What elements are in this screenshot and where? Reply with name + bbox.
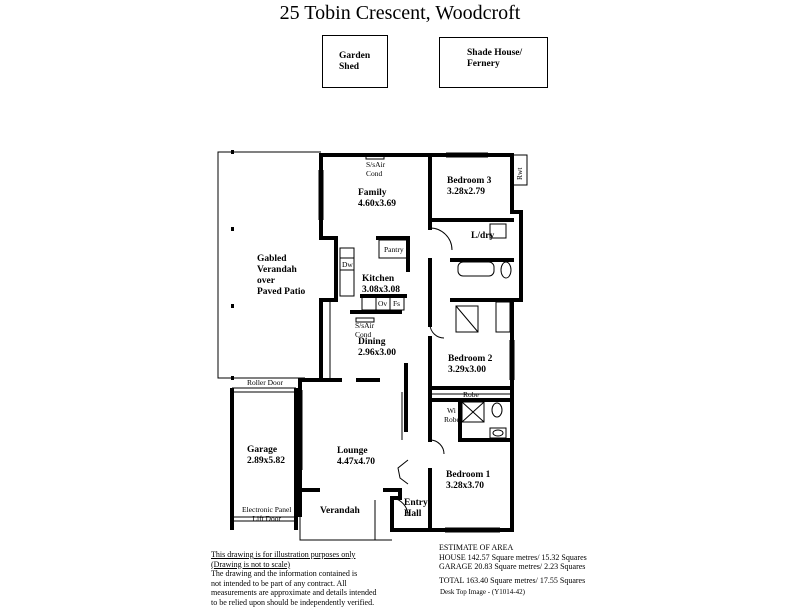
pantry-label: Pantry <box>384 245 404 254</box>
garden-shed-box <box>322 35 388 88</box>
fixture-lines <box>297 152 528 533</box>
oven-label: Ov <box>378 299 388 308</box>
verandah-label: Verandah <box>320 506 360 516</box>
garage-doors <box>232 387 296 522</box>
air-cond-label-dining: S/sAir Cond <box>355 321 375 339</box>
bedroom1-label: Bedroom 1 3.28x3.70 <box>446 470 491 491</box>
robe-label: Robe <box>463 390 479 399</box>
dishwasher-label: Dw <box>342 260 353 269</box>
bedroom3-label: Bedroom 3 3.28x2.79 <box>447 176 492 197</box>
family-label: Family 4.60x3.69 <box>358 188 396 209</box>
rwt-label: Rwt <box>515 167 524 180</box>
garden-shed-label: Garden Shed <box>339 51 371 72</box>
verandah-outline <box>217 151 331 379</box>
wi-robe-label: Wi Robe <box>444 406 460 424</box>
garage-walls <box>230 388 298 530</box>
laundry-label: L/dry <box>471 231 495 241</box>
dining-label: Dining 2.96x3.00 <box>358 337 396 358</box>
bedroom2-label: Bedroom 2 3.29x3.00 <box>448 354 493 375</box>
garage-label: Garage 2.89x5.82 <box>247 445 285 466</box>
page-title: 25 Tobin Crescent, Woodcroft <box>279 2 521 24</box>
area-estimate: ESTIMATE OF AREA HOUSE 142.57 Square met… <box>439 543 587 585</box>
verandah-patio-label: Gabled Verandah over Paved Patio <box>257 254 306 297</box>
front-verandah <box>299 500 392 541</box>
kitchen-label: Kitchen 3.08x3.08 <box>362 274 400 295</box>
lounge-label: Lounge 4.47x4.70 <box>337 446 375 467</box>
shade-house-label: Shade House/ Fernery <box>467 48 523 69</box>
disclaimer: This drawing is for illustration purpose… <box>211 550 377 607</box>
shade-house-box <box>439 37 548 88</box>
verandah-posts <box>231 150 234 380</box>
entry-hall-label: Entry Hall <box>404 498 428 519</box>
footer-ref: Desk Top Image - (Y1014-42) <box>440 588 525 596</box>
panel-lift-door-label: Electronic Panel Lift Door <box>242 505 292 523</box>
fridge-space-label: Fs <box>393 299 401 308</box>
air-cond-label-family: S/sAir Cond <box>366 160 386 178</box>
roller-door-label: Roller Door <box>247 378 284 387</box>
